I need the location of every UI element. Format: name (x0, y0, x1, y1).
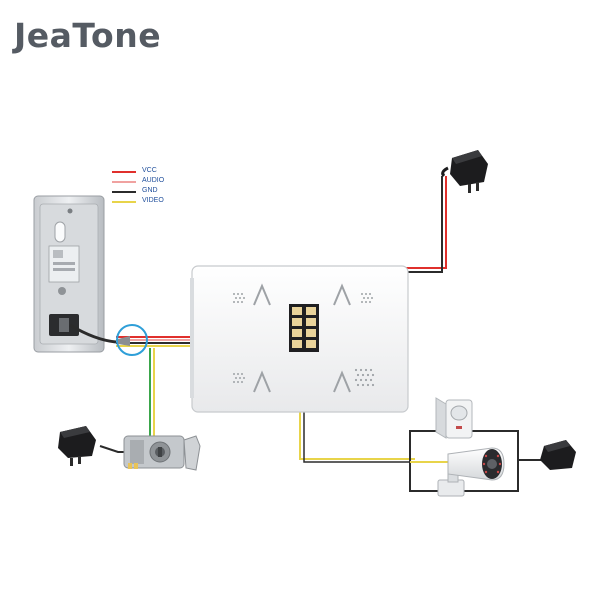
legend-item-video: VIDEO (112, 196, 182, 206)
legend-label-audio: AUDIO (142, 177, 165, 184)
speaker-grille-bottom-right (354, 368, 375, 387)
wire-legend: VCC AUDIO GND VIDEO (112, 166, 182, 206)
door-station-cable (69, 323, 117, 344)
mount-hook-bottom-left (253, 370, 271, 393)
door-station (33, 195, 117, 353)
connection-highlight (116, 324, 148, 356)
legend-item-gnd: GND (112, 186, 182, 196)
door-station-slot (54, 221, 66, 243)
power-adapter-camera (540, 440, 576, 470)
electric-lock (123, 435, 201, 471)
power-adapter-lock (58, 426, 96, 466)
brand-logo: JeaTone (14, 16, 162, 55)
terminal-block (289, 304, 319, 352)
power-adapter-monitor (441, 150, 488, 193)
mount-hook-top-right (333, 283, 351, 306)
legend-swatch-video (112, 201, 136, 203)
pir-motion-sensor (435, 397, 473, 439)
legend-label-video: VIDEO (142, 197, 164, 204)
legend-item-audio: AUDIO (112, 176, 182, 186)
security-camera (437, 447, 505, 497)
speaker-grille-bottom-left (233, 373, 245, 383)
lock-bolt (183, 435, 201, 471)
mount-hook-top-left (253, 283, 271, 306)
connector-plug (118, 336, 130, 346)
legend-swatch-gnd (112, 191, 136, 193)
legend-label-gnd: GND (142, 187, 158, 194)
legend-swatch-audio (112, 181, 136, 183)
legend-swatch-vcc (112, 171, 136, 173)
mount-hook-bottom-right (333, 370, 351, 393)
legend-label-vcc: VCC (142, 167, 157, 174)
legend-item-vcc: VCC (112, 166, 182, 176)
monitor-back (190, 265, 409, 413)
speaker-grille-top-right (361, 293, 373, 303)
speaker-grille-top-left (233, 293, 245, 303)
